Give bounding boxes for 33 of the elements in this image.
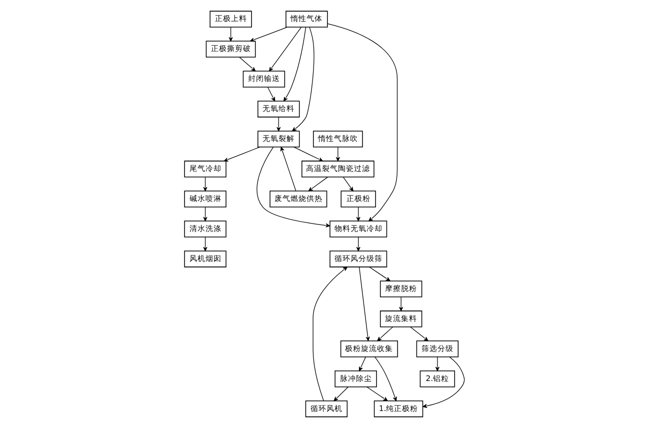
arrow — [358, 266, 370, 342]
arrow — [374, 356, 397, 402]
arrow — [239, 56, 256, 72]
arrow — [269, 26, 302, 72]
arrow — [284, 26, 306, 102]
arrow — [366, 386, 388, 402]
arrow — [203, 176, 208, 192]
arrow — [203, 236, 208, 252]
arrow — [435, 356, 440, 372]
arrow — [276, 116, 281, 132]
arrow — [410, 326, 428, 342]
arrow — [250, 26, 288, 42]
arrow — [294, 146, 324, 162]
arrow — [312, 266, 348, 402]
arrow — [358, 356, 366, 372]
arrow — [399, 296, 404, 312]
arrow — [336, 146, 340, 162]
arrow — [369, 266, 390, 282]
arrow — [224, 146, 260, 162]
arrow — [308, 176, 328, 192]
arrow — [203, 206, 208, 222]
arrow — [334, 386, 348, 402]
arrow — [267, 86, 276, 102]
arrow — [342, 176, 354, 192]
arrow — [280, 146, 296, 192]
arrow — [377, 326, 394, 342]
arrow — [327, 23, 398, 222]
arrow — [292, 26, 314, 132]
arrow — [228, 27, 233, 42]
arrow — [422, 356, 465, 408]
arrow — [256, 146, 330, 228]
arrow — [356, 236, 360, 252]
arrow — [356, 206, 360, 222]
